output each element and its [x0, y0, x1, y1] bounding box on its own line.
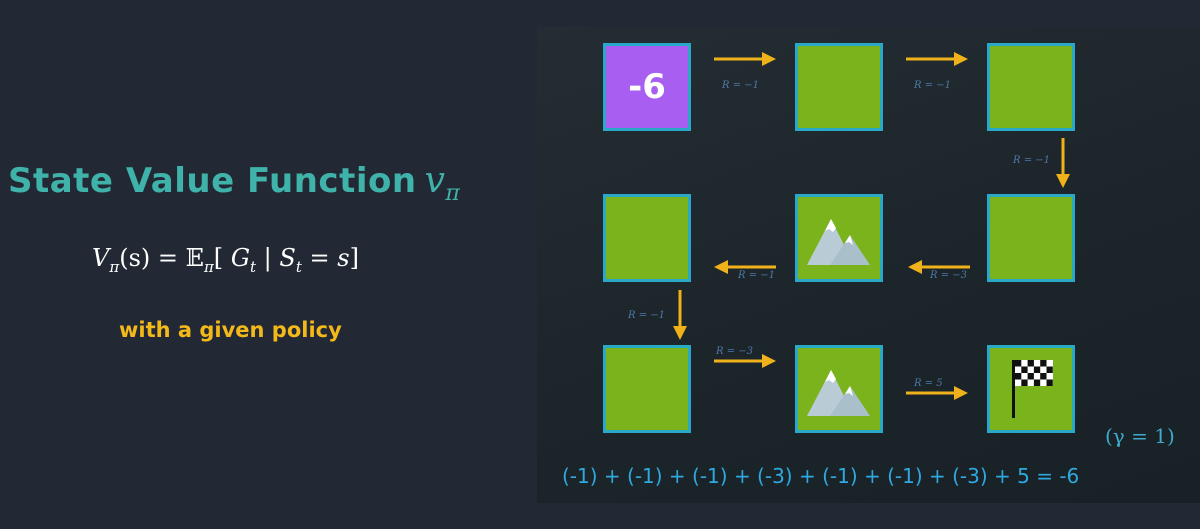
grid-cell: [603, 345, 691, 433]
state-value-formula: Vπ(s) = 𝔼π[ Gt | St = s]: [92, 244, 359, 276]
reward-label: R = −1: [722, 80, 760, 91]
arrow-right-icon: [906, 52, 968, 66]
mountain-icon: [807, 370, 870, 416]
discount-factor-label: (γ = 1): [1105, 424, 1175, 448]
grid-cell-goal: [987, 345, 1075, 433]
arrow-right-icon: [714, 354, 776, 368]
arrow-left-icon: [908, 260, 970, 274]
arrow-down-icon: [673, 290, 687, 340]
grid-cell: [603, 194, 691, 282]
reward-label: R = −1: [1013, 155, 1051, 166]
reward-label: R = −3: [716, 346, 754, 357]
policy-caption: with a given policy: [119, 318, 342, 342]
reward-label: R = −1: [738, 270, 776, 281]
arrow-down-icon: [1056, 138, 1070, 188]
title-text: State Value Function: [8, 161, 417, 201]
reward-label: R = −3: [930, 270, 968, 281]
grid-cell-mountain: [795, 194, 883, 282]
grid-cell: [795, 43, 883, 131]
reward-label: R = 5: [914, 378, 943, 389]
grid-cell-start: -6: [603, 43, 691, 131]
mountain-icon: [807, 219, 870, 265]
reward-label: R = −1: [628, 310, 666, 321]
reward-label: R = −1: [914, 80, 952, 91]
start-state-value: -6: [628, 67, 666, 107]
grid-cell: [987, 43, 1075, 131]
grid-cell: [987, 194, 1075, 282]
return-sum-equation: (-1) + (-1) + (-1) + (-3) + (-1) + (-1) …: [562, 464, 1080, 488]
arrow-right-icon: [714, 52, 776, 66]
checkered-flag-icon: [1012, 360, 1053, 418]
arrow-left-icon: [714, 260, 776, 274]
arrow-right-icon: [906, 386, 968, 400]
title-symbol: vπ: [424, 160, 461, 207]
grid-cell-mountain: [795, 345, 883, 433]
